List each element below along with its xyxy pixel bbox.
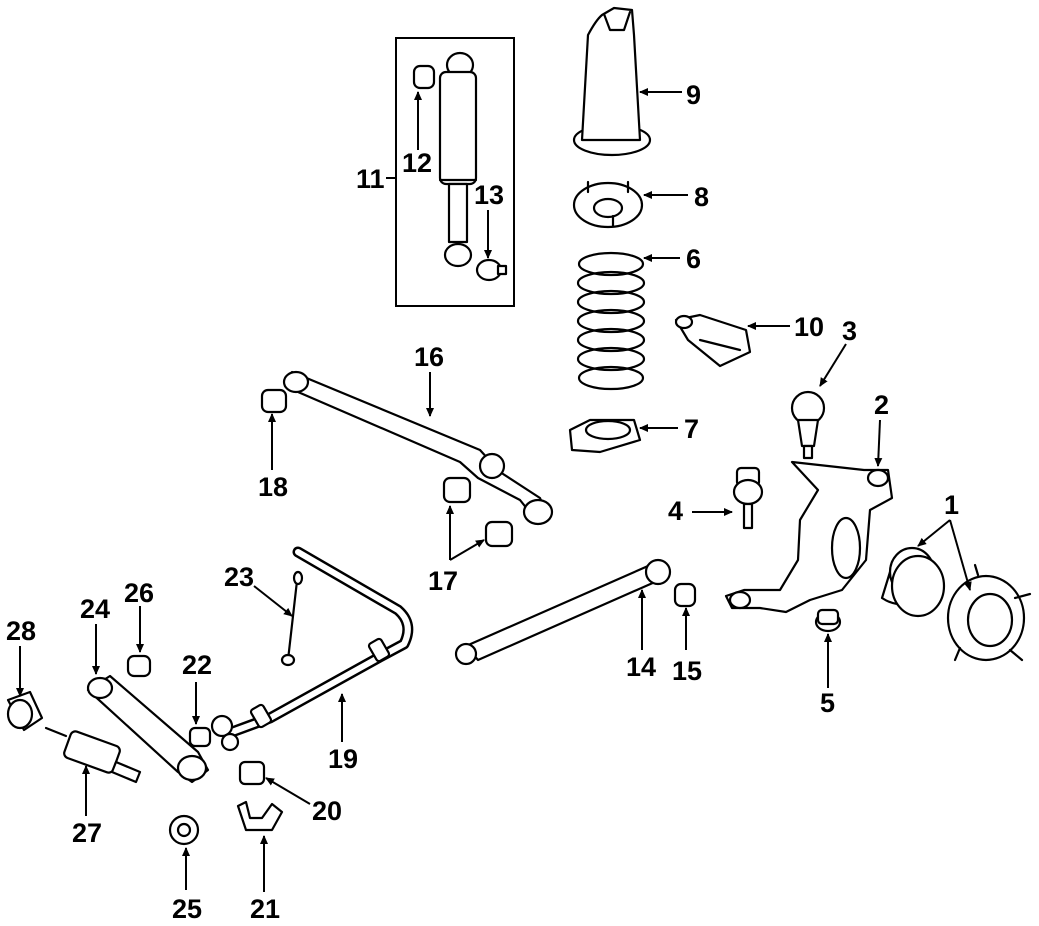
callout-24: 24 xyxy=(80,594,110,624)
bar-end-link xyxy=(210,714,240,752)
callout-19: 19 xyxy=(328,744,358,774)
callout-27: 27 xyxy=(72,818,102,848)
control-arm-bushing-17b xyxy=(484,520,514,548)
leader-lines xyxy=(16,88,972,892)
callout-28: 28 xyxy=(6,616,36,646)
control-arm-bushing-17a xyxy=(442,476,472,504)
bracket xyxy=(674,313,752,368)
control-arm-bushing-18 xyxy=(260,388,288,414)
callout-23: 23 xyxy=(224,562,254,592)
callout-21: 21 xyxy=(250,894,280,924)
callout-3: 3 xyxy=(842,316,857,346)
lower-ball-joint xyxy=(732,466,764,530)
callout-12: 12 xyxy=(402,148,432,178)
shock-absorber xyxy=(438,51,478,268)
shock-bushing-lower xyxy=(475,258,508,282)
knuckle-bushing xyxy=(814,608,842,633)
stabilizer-link xyxy=(280,570,304,667)
link-bushing-15 xyxy=(673,582,697,608)
callout-2: 2 xyxy=(874,390,889,420)
callout-18: 18 xyxy=(258,472,288,502)
upper-control-arm xyxy=(282,370,554,526)
callout-14: 14 xyxy=(626,652,656,682)
callout-20: 20 xyxy=(312,796,342,826)
upper-spring-seat xyxy=(572,180,644,229)
callout-4: 4 xyxy=(668,496,683,526)
callout-13: 13 xyxy=(474,180,504,210)
callout-11: 11 xyxy=(356,164,385,194)
callout-9: 9 xyxy=(686,80,701,110)
shock-bushing-upper xyxy=(412,64,436,90)
stabilizer-bar xyxy=(226,546,414,738)
shock-absorber-group-box xyxy=(395,37,515,307)
callout-1: 1 xyxy=(944,490,959,520)
bushing-26 xyxy=(126,654,152,678)
upper-ball-joint xyxy=(790,390,826,460)
callout-26: 26 xyxy=(124,578,154,608)
callout-6: 6 xyxy=(686,244,701,274)
bushing-25 xyxy=(168,814,200,846)
callout-16: 16 xyxy=(414,342,444,372)
callout-15: 15 xyxy=(672,656,702,686)
spring-boot xyxy=(572,6,652,157)
callout-7: 7 xyxy=(684,414,699,444)
coil-spring xyxy=(576,251,646,391)
callout-25: 25 xyxy=(172,894,202,924)
actuator xyxy=(44,726,142,784)
lower-spring-seat xyxy=(568,418,642,454)
bushing-22 xyxy=(188,726,212,748)
callout-5: 5 xyxy=(820,688,835,718)
stabilizer-bushing xyxy=(238,760,266,786)
lower-link xyxy=(454,558,672,666)
callout-labels: 1 2 3 4 5 6 7 8 9 10 11 12 13 14 15 16 1… xyxy=(6,80,959,924)
callout-10: 10 xyxy=(794,312,824,342)
callout-8: 8 xyxy=(694,182,709,212)
wheel-bearing-ring xyxy=(880,546,946,618)
dust-boot xyxy=(6,690,44,732)
stabilizer-bracket xyxy=(236,800,284,832)
callout-17: 17 xyxy=(428,566,458,596)
hub-assembly xyxy=(946,563,1032,662)
trailing-arm xyxy=(86,674,210,784)
steering-knuckle xyxy=(724,460,894,614)
callout-22: 22 xyxy=(182,650,212,680)
